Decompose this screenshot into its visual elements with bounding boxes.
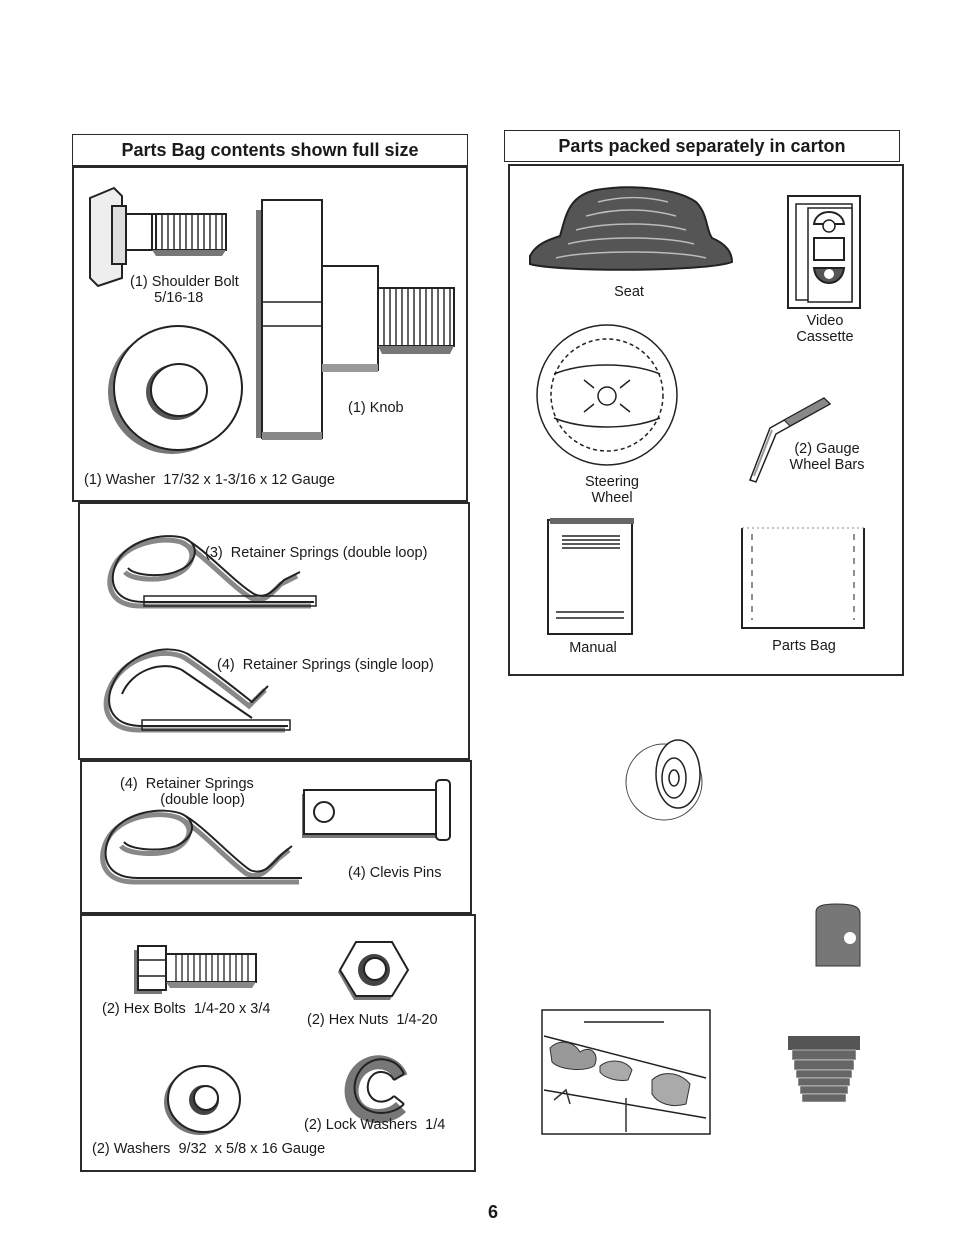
knob-label: (1) Knob (348, 400, 404, 416)
gauge-wheel-bar-icon (749, 397, 832, 483)
page-number: 6 (488, 1202, 499, 1222)
steering-wheel-label: Steering Wheel (584, 474, 639, 506)
hex-nut-icon (338, 941, 410, 1000)
section-shoulder-bolt-knob-washer (72, 166, 468, 502)
parts-bag-label: Parts Bag (772, 638, 836, 654)
clevis-pins-label: (4) Clevis Pins (348, 865, 442, 881)
knob-icon (256, 199, 455, 440)
section-retainer-springs (78, 502, 470, 760)
shoulder-bolt-label: (1) Shoulder Bolt 5/16-18 (130, 274, 239, 306)
small-block-icon (815, 903, 861, 967)
parts-bag-title: Parts Bag contents shown full size (72, 134, 468, 166)
section-springs-clevis (80, 760, 472, 914)
seat-icon (529, 186, 734, 271)
video-cassette-icon (787, 195, 861, 309)
decal-sheet-icon (541, 1009, 711, 1135)
retainer-single-label: (4) Retainer Springs (single loop) (217, 657, 434, 673)
washers-label: (2) Washers 9/32 x 5/8 x 16 Gauge (92, 1141, 326, 1157)
retainer-spring-double-icon-2 (100, 809, 302, 885)
clevis-pin-icon (302, 779, 451, 841)
shoulder-bolt-icon (89, 186, 227, 288)
manual-label: Manual (569, 640, 617, 656)
retainer-springs-label: (4) Retainer Springs (double loop) (120, 776, 254, 808)
hex-bolts-label: (2) Hex Bolts 1/4-20 x 3/4 (102, 1001, 271, 1017)
lock-washers-label: (2) Lock Washers 1/4 (304, 1117, 446, 1133)
video-cassette-label: Video Cassette (796, 313, 854, 345)
carton-panel (508, 164, 904, 676)
washer-icon-small (164, 1065, 241, 1135)
lock-washer-icon (344, 1055, 408, 1123)
retainer-spring-double-icon (107, 535, 317, 609)
section-bolts-nuts-washers (80, 914, 476, 1172)
gauge-wheel-icon (625, 739, 703, 821)
hex-bolt-icon (134, 945, 257, 994)
seat-label: Seat (614, 284, 644, 300)
retainer-double-label: (3) Retainer Springs (double loop) (205, 545, 428, 561)
parts-bag-icon (741, 527, 865, 629)
cone-stack-icon (788, 1036, 860, 1103)
carton-title: Parts packed separately in carton (504, 130, 900, 162)
gauge-wheel-bars-label: (2) Gauge Wheel Bars (789, 441, 865, 473)
washer-icon (108, 325, 243, 454)
washer-label: (1) Washer 17/32 x 1-3/16 x 12 Gauge (84, 472, 335, 488)
retainer-spring-single-icon (103, 648, 291, 733)
manual-icon (547, 518, 634, 635)
steering-wheel-icon (536, 324, 678, 466)
hex-nuts-label: (2) Hex Nuts 1/4-20 (307, 1012, 438, 1028)
